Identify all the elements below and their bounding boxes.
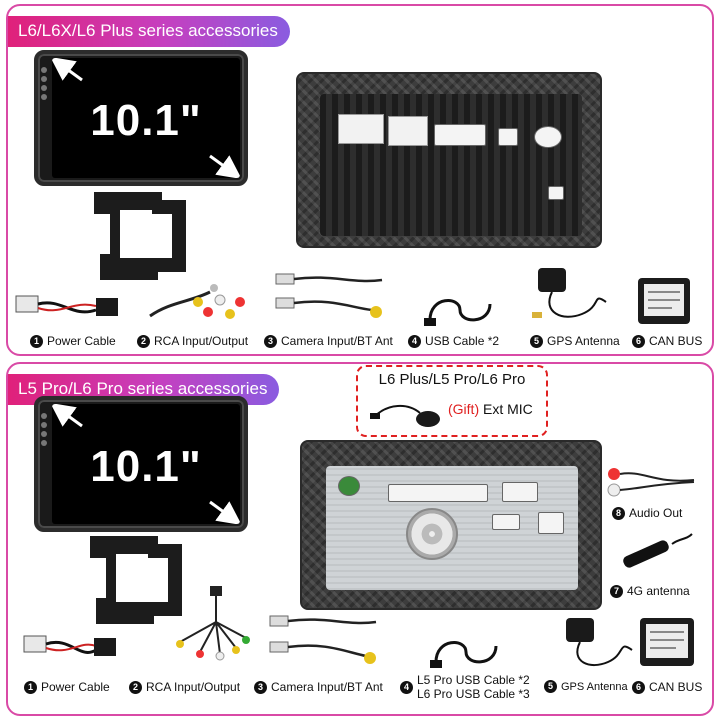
caption-number: 3 [254, 680, 267, 694]
head-unit-back-panel [296, 72, 602, 248]
camera-cable-icon [269, 615, 377, 664]
caption-number: 2 [129, 680, 142, 694]
caption-number: 4 [408, 334, 421, 348]
caption-label: CAN BUS [649, 680, 703, 694]
mounting-bracket-icon [90, 536, 182, 624]
mic-gift-line: (Gift) Ext MIC [448, 401, 533, 417]
caption-number: 6 [632, 334, 645, 348]
screen-size-label: 10.1" [90, 442, 202, 491]
caption-label: RCA Input/Output [154, 334, 249, 348]
caption-number: 6 [632, 680, 645, 694]
caption-number: 5 [544, 680, 557, 693]
caption-usb-lines: L5 Pro USB Cable *2 L6 Pro USB Cable *3 [417, 673, 530, 701]
caption-label: Audio Out [629, 506, 683, 520]
canbus-box-icon [638, 278, 690, 324]
screen-size-label: 10.1" [90, 96, 202, 145]
back-antenna-port [534, 126, 562, 148]
screen-display: 10.1" [52, 404, 240, 524]
top-panel-title: L6/L6X/L6 Plus series accessories [8, 16, 290, 47]
camera-cable-icon [275, 273, 383, 318]
caption-rca: 2 RCA Input/Output [129, 680, 240, 694]
mounting-bracket-icon [94, 192, 186, 280]
head-unit-back-panel [300, 440, 602, 610]
caption-camera: 3 Camera Input/BT Ant [264, 334, 393, 348]
caption-label: Camera Input/BT Ant [281, 334, 393, 348]
ext-mic-callout: L6 Plus/L5 Pro/L6 Pro (Gift) Ext MIC [356, 365, 548, 437]
caption-gps: 5 GPS Antenna [530, 334, 620, 348]
head-unit-screen: 10.1" [34, 396, 248, 532]
caption-number: 3 [264, 334, 277, 348]
caption-label: CAN BUS [649, 334, 703, 348]
power-cable-icon [23, 635, 116, 656]
diagonal-arrows-icon [52, 404, 240, 524]
caption-canbus: 6 CAN BUS [632, 334, 702, 348]
screen-display: 10.1" [52, 58, 240, 178]
back-main-connector [434, 124, 486, 146]
caption-gps: 5 GPS Antenna [544, 680, 628, 693]
ext-mic-icon [370, 405, 440, 427]
caption-label: 4G antenna [627, 584, 690, 598]
power-cable-icon [15, 295, 118, 316]
caption-power-cable: 1 Power Cable [30, 334, 116, 348]
rca-cable-icon [176, 586, 250, 661]
back-usb-port [538, 512, 564, 534]
usb-cable-icon [430, 641, 498, 668]
caption-number: 5 [530, 334, 543, 348]
canbus-box-icon [640, 618, 694, 666]
caption-number: 8 [612, 506, 625, 520]
back-aux-connector [502, 482, 538, 502]
caption-usb: 4 L5 Pro USB Cable *2 L6 Pro USB Cable *… [400, 673, 530, 701]
diagonal-arrows-icon [52, 58, 240, 178]
caption-4g-antenna: 7 4G antenna [610, 584, 690, 598]
caption-power-cable: 1 Power Cable [24, 680, 110, 694]
caption-label: Power Cable [47, 334, 116, 348]
caption-number: 2 [137, 334, 150, 348]
4g-antenna-icon [623, 533, 693, 568]
caption-audio-out: 8 Audio Out [612, 506, 682, 520]
caption-rca: 2 RCA Input/Output [137, 334, 248, 348]
back-main-connector [388, 484, 488, 502]
caption-label: RCA Input/Output [146, 680, 241, 694]
screen-side-buttons [40, 410, 48, 449]
mic-item-label: Ext MIC [483, 401, 533, 417]
caption-number: 7 [610, 584, 623, 598]
back-antenna-port [338, 476, 360, 496]
screen-side-buttons [40, 64, 48, 103]
audio-out-cable-icon [607, 468, 695, 497]
back-usb-port [492, 514, 520, 530]
back-cert-sticker [388, 116, 428, 146]
back-usb-port [548, 186, 564, 200]
caption-number: 1 [30, 334, 43, 348]
mic-callout-title: L6 Plus/L5 Pro/L6 Pro [378, 371, 526, 388]
gps-antenna-icon [566, 618, 633, 667]
caption-number: 4 [400, 681, 413, 694]
caption-label-line1: L5 Pro USB Cable *2 [417, 673, 530, 687]
usb-cable-icon [424, 299, 492, 326]
caption-label-line2: L6 Pro USB Cable *3 [417, 687, 530, 701]
caption-label: USB Cable *2 [425, 334, 500, 348]
cooling-fan-icon [406, 508, 458, 560]
caption-number: 1 [24, 680, 37, 694]
caption-usb: 4 USB Cable *2 [408, 334, 499, 348]
caption-camera: 3 Camera Input/BT Ant [254, 680, 383, 694]
caption-label: Camera Input/BT Ant [271, 680, 383, 694]
gps-antenna-icon [532, 268, 607, 318]
back-label-sticker [338, 114, 384, 144]
caption-label: GPS Antenna [561, 680, 628, 693]
rca-cable-icon [149, 284, 245, 319]
caption-label: GPS Antenna [547, 334, 620, 348]
head-unit-screen: 10.1" [34, 50, 248, 186]
caption-canbus: 6 CAN BUS [632, 680, 702, 694]
gift-label: (Gift) [448, 401, 480, 417]
caption-label: Power Cable [41, 680, 110, 694]
back-aux-connector [498, 128, 518, 146]
